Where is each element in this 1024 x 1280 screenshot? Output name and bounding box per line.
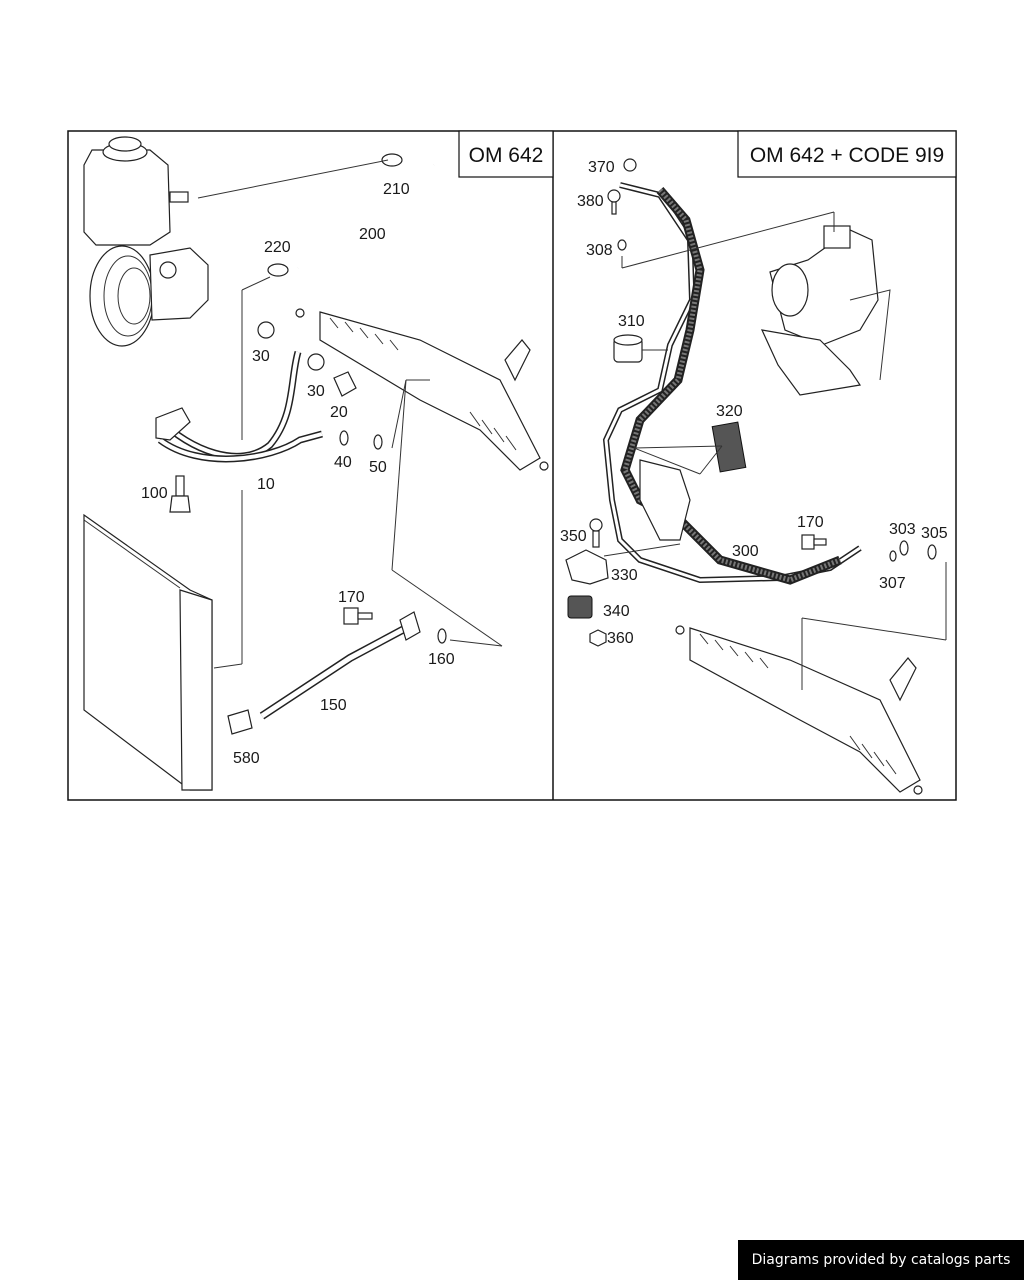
bolt-380: [607, 189, 621, 215]
pressure-hose-10: [155, 351, 323, 463]
right-panel-title: OM 642 + CODE 9I9: [750, 144, 944, 167]
pump-assembly-right: [760, 225, 891, 396]
bracket-plate: [639, 459, 691, 541]
radiator: [83, 513, 213, 791]
left-panel-title: OM 642: [469, 144, 544, 167]
power-steering-pump: [89, 245, 209, 347]
washer-30b: [307, 353, 325, 371]
callout-303: 303: [889, 521, 916, 538]
callout-30a: 30: [252, 348, 270, 365]
oil-line-150: [259, 611, 421, 720]
seal-308: [617, 239, 627, 251]
callout-200: 200: [359, 226, 386, 243]
clamp-210: [381, 153, 403, 167]
seal-50: [373, 434, 383, 450]
steering-rack-left: [295, 308, 549, 471]
left-panel-title-box: OM 642: [458, 130, 554, 178]
clamp-370: [623, 158, 637, 172]
damper-310: [613, 334, 643, 363]
callout-150: 150: [320, 697, 347, 714]
power-steering-reservoir: [83, 136, 189, 246]
seal-305: [927, 544, 937, 560]
bolt-20: [333, 371, 357, 397]
bolt-100: [169, 475, 191, 513]
callout-20: 20: [330, 404, 348, 421]
clamp-580: [227, 709, 253, 735]
rubber-340: [567, 595, 593, 619]
callout-340: 340: [603, 603, 630, 620]
right-leader-lines: [603, 211, 947, 690]
callout-labels: 210 200 220 30 30 20 40 50 10 100 170 16…: [141, 159, 948, 767]
steering-rack-right: [675, 625, 923, 795]
nut-360: [589, 629, 607, 647]
seal-303: [899, 540, 909, 556]
bracket-330: [565, 549, 609, 585]
callout-308: 308: [586, 242, 613, 259]
clamp-220: [267, 263, 289, 277]
callout-307: 307: [879, 575, 906, 592]
callout-310: 310: [618, 313, 645, 330]
callout-160: 160: [428, 651, 455, 668]
callout-350: 350: [560, 528, 587, 545]
callout-170-left: 170: [338, 589, 365, 606]
callout-100: 100: [141, 485, 168, 502]
callout-10: 10: [257, 476, 275, 493]
callout-30b: 30: [307, 383, 325, 400]
callout-360: 360: [607, 630, 634, 647]
bolt-170-right: [801, 534, 827, 550]
callout-40: 40: [334, 454, 352, 471]
left-leader-lines: [213, 276, 503, 669]
hose-bundle-300: [602, 182, 862, 585]
washer-30a: [257, 321, 275, 339]
callout-320: 320: [716, 403, 743, 420]
clip-320: [711, 421, 747, 473]
bolt-350: [589, 518, 603, 548]
right-panel-title-box: OM 642 + CODE 9I9: [737, 130, 957, 178]
callout-305: 305: [921, 525, 948, 542]
callout-210: 210: [383, 181, 410, 198]
footer-credit: Diagrams provided by catalogs parts: [738, 1240, 1024, 1280]
seal-40: [339, 430, 349, 446]
callout-380: 380: [577, 193, 604, 210]
callout-170-right: 170: [797, 514, 824, 531]
callout-370: 370: [588, 159, 615, 176]
seal-307: [889, 550, 897, 562]
bolt-170-left: [343, 607, 373, 625]
hose-200: [297, 164, 437, 271]
seal-160: [437, 628, 447, 644]
callout-330: 330: [611, 567, 638, 584]
callout-580: 580: [233, 750, 260, 767]
callout-220: 220: [264, 239, 291, 256]
callout-300: 300: [732, 543, 759, 560]
callout-50: 50: [369, 459, 387, 476]
